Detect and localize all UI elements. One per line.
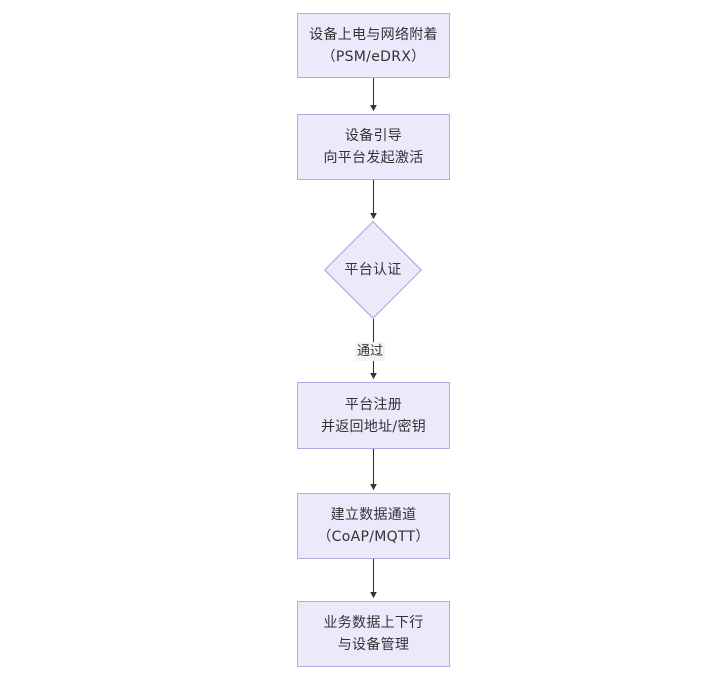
node-service-data[interactable]: 业务数据上下行 与设备管理 bbox=[297, 601, 450, 667]
node-platform-register[interactable]: 平台注册 并返回地址/密钥 bbox=[297, 382, 450, 449]
node-power-on-line2: （PSM/eDRX） bbox=[321, 48, 426, 65]
node-data-channel-line1: 建立数据通道 bbox=[330, 507, 417, 523]
node-service-data-line2: 与设备管理 bbox=[337, 637, 410, 653]
node-power-on[interactable]: 设备上电与网络附着 （PSM/eDRX） bbox=[297, 13, 450, 78]
node-bootstrap[interactable]: 设备引导 向平台发起激活 bbox=[297, 114, 450, 180]
node-platform-auth-label: 平台认证 bbox=[344, 262, 402, 278]
node-service-data-line1: 业务数据上下行 bbox=[323, 615, 424, 631]
node-data-channel[interactable]: 建立数据通道 （CoAP/MQTT） bbox=[297, 493, 450, 559]
node-data-channel-line2: （CoAP/MQTT） bbox=[317, 529, 430, 545]
edge-label-pass: 通过 bbox=[355, 342, 386, 361]
diamond-shape bbox=[324, 221, 422, 319]
node-platform-register-line1: 平台注册 bbox=[344, 396, 403, 413]
node-platform-auth[interactable]: 平台认证 bbox=[324, 221, 422, 319]
node-power-on-line1: 设备上电与网络附着 bbox=[309, 26, 438, 43]
node-bootstrap-line1: 设备引导 bbox=[344, 128, 403, 144]
node-bootstrap-line2: 向平台发起激活 bbox=[323, 150, 424, 166]
node-platform-register-line2: 并返回地址/密钥 bbox=[320, 418, 427, 435]
